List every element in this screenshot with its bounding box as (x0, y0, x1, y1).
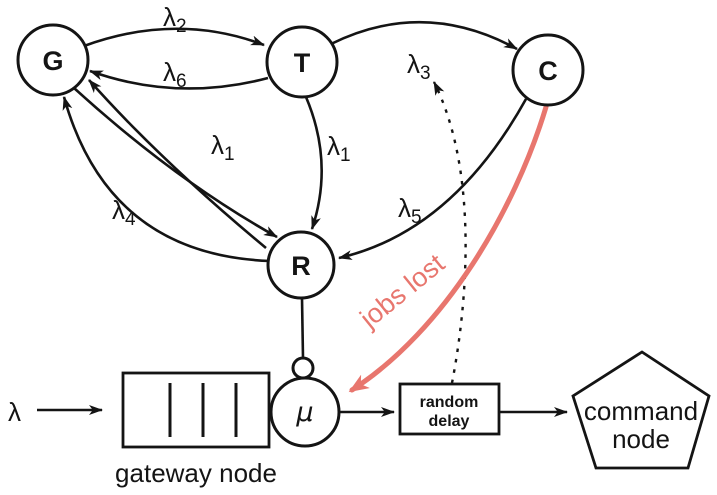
edge-t-to-g (89, 69, 269, 90)
server-port-circle (291, 356, 315, 380)
gateway-queue-box (121, 371, 271, 449)
command-node-line1: command (584, 396, 698, 426)
label-lambda4: λ4 (112, 195, 136, 230)
edge-g-to-t (83, 27, 265, 48)
label-lambda3: λ3 (407, 49, 431, 84)
label-lambda1-tr: λ1 (327, 131, 351, 166)
node-c-circle (511, 33, 585, 107)
jobs-lost-label: jobs lost (354, 248, 451, 335)
label-lambda-arrival: λ (8, 397, 21, 427)
node-r-label: R (291, 251, 311, 281)
node-r-circle (266, 230, 336, 300)
gateway-node-caption: gateway node (115, 458, 277, 488)
node-mu-label: μ (295, 397, 313, 428)
edge-r-to-g-inner (88, 79, 267, 250)
jobs-lost-arrow (348, 104, 549, 393)
edge-c-to-r (338, 98, 528, 260)
label-lambda2: λ2 (163, 2, 187, 37)
node-g-label: G (42, 46, 63, 76)
edge-r-to-g-outer (62, 96, 271, 263)
node-c-label: C (538, 56, 558, 86)
edge-t-to-c (330, 20, 518, 51)
random-delay-line1: random (420, 394, 479, 411)
command-node-line2: node (612, 424, 670, 454)
node-mu-circle (269, 376, 341, 448)
label-lambda1-gr: λ1 (211, 130, 235, 165)
random-delay-line2: delay (429, 413, 470, 430)
edge-g-to-r (73, 87, 278, 239)
node-g-circle (16, 23, 90, 97)
random-delay-box (398, 382, 501, 436)
command-node-pentagon (571, 350, 711, 470)
edge-dashed-delay-to-lambda3 (432, 81, 467, 384)
connector-r-to-server (300, 297, 305, 359)
label-lambda5: λ5 (398, 193, 422, 228)
label-lambda6: λ6 (163, 57, 187, 92)
node-t-circle (265, 25, 339, 99)
edge-t-to-r (304, 96, 323, 230)
node-t-label: T (294, 48, 311, 78)
